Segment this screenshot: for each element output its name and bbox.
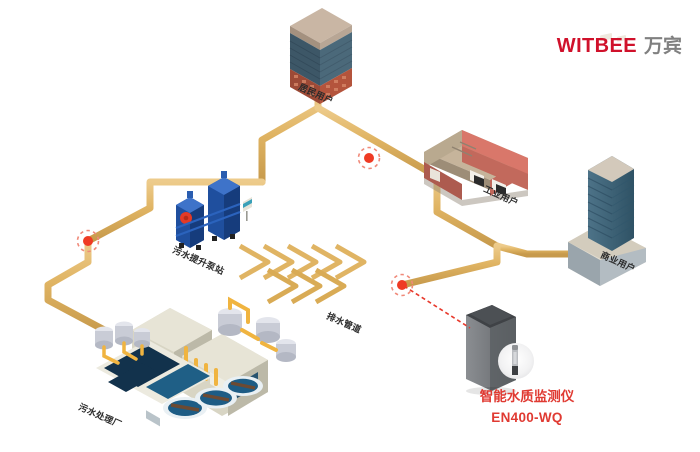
monitor-link-line bbox=[403, 285, 471, 329]
marker-monitor-point[interactable] bbox=[390, 273, 414, 297]
marker-west-trunk[interactable] bbox=[76, 229, 100, 253]
water-quality-monitor-device bbox=[466, 305, 534, 395]
device-model: EN400-WQ bbox=[491, 409, 563, 425]
device-title: 智能水质监测仪 bbox=[479, 389, 575, 405]
industrial-building bbox=[424, 130, 528, 206]
pipe-network bbox=[44, 91, 596, 336]
device-caption: 智能水质监测仪 EN400-WQ bbox=[437, 388, 617, 427]
residential-building bbox=[289, 8, 353, 104]
marker-residential-branch[interactable] bbox=[357, 146, 381, 170]
brand-name-cn: 万宾 bbox=[643, 35, 682, 57]
pump-station bbox=[175, 171, 252, 250]
drain-pipe-chevrons bbox=[238, 243, 367, 305]
treatment-plant bbox=[95, 296, 296, 427]
clarifier-group bbox=[163, 376, 263, 419]
commercial-tower bbox=[568, 33, 646, 286]
brand-logo: WITBEE 万宾 bbox=[557, 36, 682, 56]
brand-name: WITBEE bbox=[556, 35, 637, 57]
